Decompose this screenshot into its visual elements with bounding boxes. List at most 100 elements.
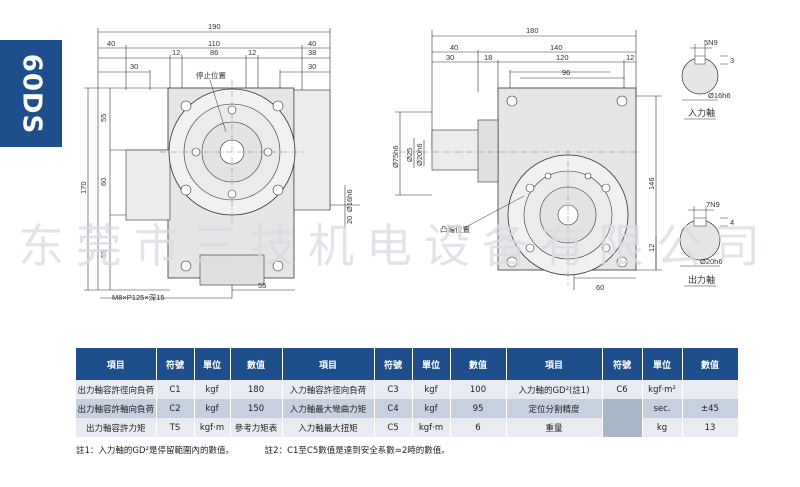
table-cell: C5 — [374, 418, 413, 437]
output-shaft-depth-dim: 4 — [730, 218, 734, 227]
front-dim-86: 86 — [210, 48, 218, 57]
side-dim-30: 30 — [446, 53, 454, 62]
table-cell: kgf·m² — [642, 380, 683, 399]
front-dim-170: 170 — [79, 181, 88, 194]
table-cell: kgf — [194, 399, 231, 418]
footnotes: 註1：入力軸的GD²是停留範圍內的數值。 註2：C1至C5數值是達到安全系數=2… — [76, 444, 478, 456]
front-dim-30-left: 30 — [130, 62, 138, 71]
front-dim-30-right: 30 — [308, 62, 316, 71]
table-cell: 出力軸容許軸向負荷 — [76, 399, 157, 418]
front-dim-55-bottom-width: 55 — [258, 281, 266, 290]
table-cell: C1 — [156, 380, 195, 399]
front-dim-55-bottom: 55 — [99, 250, 108, 258]
table-cell: 95 — [450, 399, 507, 418]
header-symbol-3: 符號 — [602, 348, 643, 380]
table-cell: 入力軸最大彎曲力矩 — [282, 399, 375, 418]
company-watermark: 东莞市三技机电设备有限公司 — [18, 219, 772, 273]
side-dim-12: 12 — [626, 53, 634, 62]
input-shaft-detail: 5N9 3 Ø16h6 入力軸 — [681, 38, 734, 120]
front-dim-shaft-dia: Ø16h6 — [345, 189, 354, 212]
front-view: 190 40 110 40 12 86 12 38 30 30 55 170 6… — [79, 22, 360, 302]
side-dim-180: 180 — [526, 26, 539, 35]
front-dim-38: 38 — [308, 48, 316, 57]
footnote-2: 註2：C1至C5數值是達到安全系數=2時的數值。 — [264, 446, 450, 456]
table-cell: C4 — [374, 399, 413, 418]
front-dim-20: 20 — [345, 216, 354, 224]
front-dim-190: 190 — [208, 22, 221, 31]
footnote-1: 註1：入力軸的GD²是停留範圍內的數值。 — [76, 446, 234, 456]
table-cell: 6 — [450, 418, 507, 437]
table-cell: 定位分割精度 — [506, 399, 603, 418]
table-cell: 出力軸容許徑向負荷 — [76, 380, 157, 399]
front-dim-60: 60 — [99, 178, 108, 186]
side-dim-20: Ø20h6 — [415, 143, 424, 166]
output-shaft-label: 出力軸 — [688, 274, 715, 286]
side-dim-146: 146 — [647, 177, 656, 190]
output-shaft-detail: 7N9 4 Ø20h6 出力軸 — [679, 200, 734, 287]
table-cell: C2 — [156, 399, 195, 418]
header-unit-3: 單位 — [642, 348, 683, 380]
table-cell: kgf — [194, 380, 231, 399]
table-cell: TS — [156, 418, 195, 437]
table-row: 出力軸容許力矩 TS kgf·m 參考力矩表 入力軸最大扭矩 C5 kgf·m … — [76, 418, 739, 437]
side-view: 180 40 140 30 18 120 12 96 Ø75h6 Ø25 Ø20… — [391, 26, 662, 292]
table-cell — [682, 380, 739, 399]
side-dim-96: 96 — [562, 68, 570, 77]
table-cell: 入力軸容許徑向負荷 — [282, 380, 375, 399]
header-symbol-1: 符號 — [156, 348, 195, 380]
output-shaft-dia-dim: Ø20h6 — [700, 257, 723, 266]
table-cell: 入力軸最大扭矩 — [282, 418, 375, 437]
table-cell — [602, 399, 643, 418]
table-cell: 150 — [230, 399, 283, 418]
model-tab: 60DS — [0, 40, 62, 147]
spec-table-header: 項目 符號 單位 數值 項目 符號 單位 數值 項目 符號 單位 數值 — [76, 348, 739, 380]
header-value-3: 數值 — [682, 348, 739, 380]
side-dim-18: 18 — [484, 53, 492, 62]
header-item-2: 項目 — [282, 348, 375, 380]
front-dim-110: 110 — [208, 39, 220, 48]
table-row: 出力軸容許徑向負荷 C1 kgf 180 入力軸容許徑向負荷 C3 kgf 10… — [76, 380, 739, 399]
side-stop-label: 凸輪位置 — [440, 224, 470, 234]
table-cell: sec. — [642, 399, 683, 418]
table-cell: 180 — [230, 380, 283, 399]
table-cell: 出力軸容許力矩 — [76, 418, 157, 437]
header-unit-2: 單位 — [412, 348, 451, 380]
table-cell: 入力軸的GD²(註1) — [506, 380, 603, 399]
table-row: 出力軸容許軸向負荷 C2 kgf 150 入力軸最大彎曲力矩 C4 kgf 95… — [76, 399, 739, 418]
header-unit-1: 單位 — [194, 348, 231, 380]
table-cell: kgf — [412, 380, 451, 399]
side-dim-40: 40 — [450, 43, 458, 52]
front-stop-label: 停止位置 — [196, 70, 226, 80]
table-cell: 參考力矩表 — [230, 418, 283, 437]
header-symbol-2: 符號 — [374, 348, 413, 380]
side-dim-25: Ø25 — [405, 148, 414, 162]
header-item-1: 項目 — [76, 348, 157, 380]
input-shaft-depth-dim: 3 — [730, 56, 734, 65]
side-dim-120: 120 — [556, 53, 569, 62]
table-cell: 13 — [682, 418, 739, 437]
side-dim-140: 140 — [550, 43, 563, 52]
header-item-3: 項目 — [506, 348, 603, 380]
front-hole-label: M8×P125×深15 — [112, 293, 165, 302]
spec-table: 項目 符號 單位 數值 項目 符號 單位 數值 項目 符號 單位 數值 出力軸容… — [76, 348, 739, 437]
input-shaft-key-dim: 5N9 — [704, 38, 718, 47]
table-cell: kgf·m — [194, 418, 231, 437]
output-shaft-key-dim: 7N9 — [706, 200, 720, 209]
front-dim-12-right: 12 — [248, 48, 256, 57]
input-shaft-dia-dim: Ø16h6 — [708, 91, 731, 100]
table-cell: ±45 — [682, 399, 739, 418]
input-shaft-label: 入力軸 — [688, 107, 715, 119]
front-dim-40-left: 40 — [107, 39, 115, 48]
table-cell: 重量 — [506, 418, 603, 437]
side-dim-12-right: 12 — [647, 244, 656, 252]
table-cell: kgf — [412, 399, 451, 418]
side-dim-75: Ø75h6 — [391, 145, 400, 168]
table-cell: C3 — [374, 380, 413, 399]
header-value-1: 數值 — [230, 348, 283, 380]
table-cell: kg — [642, 418, 683, 437]
table-cell: C6 — [602, 380, 643, 399]
front-dim-40-right: 40 — [308, 39, 316, 48]
front-dim-55-top: 55 — [99, 114, 108, 122]
table-cell — [602, 418, 643, 437]
table-cell: kgf·m — [412, 418, 451, 437]
